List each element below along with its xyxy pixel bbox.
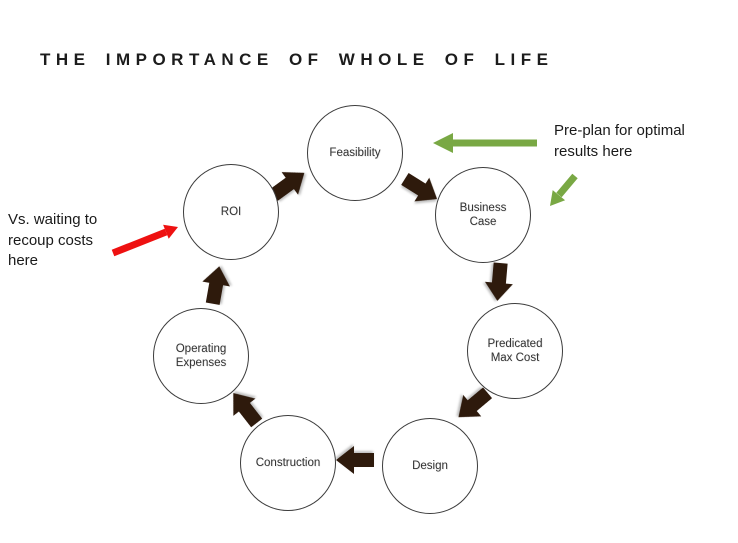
cycle-node-label: Business Case bbox=[459, 201, 507, 228]
cycle-node-feasibility: Feasibility bbox=[307, 105, 403, 201]
cycle-arrow-operating-expenses-to-roi bbox=[198, 263, 234, 307]
preplan-arrow-diagonal-icon bbox=[550, 173, 578, 206]
cycle-node-label: Feasibility bbox=[329, 146, 381, 159]
cycle-node-label: Predicated Max Cost bbox=[487, 337, 543, 364]
cycle-arrow-business-case-to-predicated-max-cost bbox=[483, 261, 515, 303]
preplan-arrow-left-icon bbox=[433, 133, 537, 153]
cycle-node-predicated-max-cost: Predicated Max Cost bbox=[467, 303, 563, 399]
annotation-preplan: Pre-plan for optimal results here bbox=[554, 122, 685, 160]
cycle-node-business-case: Business Case bbox=[435, 167, 531, 263]
cycle-arrow-design-to-construction bbox=[336, 446, 374, 474]
cycle-node-operating-expenses: Operating Expenses bbox=[153, 308, 249, 404]
cycle-node-label: Operating Expenses bbox=[175, 342, 227, 369]
cycle-node-construction: Construction bbox=[240, 415, 336, 511]
cycle-node-label: Construction bbox=[255, 456, 321, 469]
cycle-node-label: Design bbox=[412, 459, 448, 472]
cycle-node-label: ROI bbox=[220, 205, 242, 218]
annotation-recoup: Vs. waiting to recoup costs here bbox=[8, 211, 98, 270]
cycle-node-roi: ROI bbox=[183, 164, 279, 260]
cycle-node-design: Design bbox=[382, 418, 478, 514]
page-title: THE IMPORTANCE OF WHOLE OF LIFE bbox=[40, 50, 554, 69]
recoup-arrow-icon bbox=[111, 224, 178, 257]
